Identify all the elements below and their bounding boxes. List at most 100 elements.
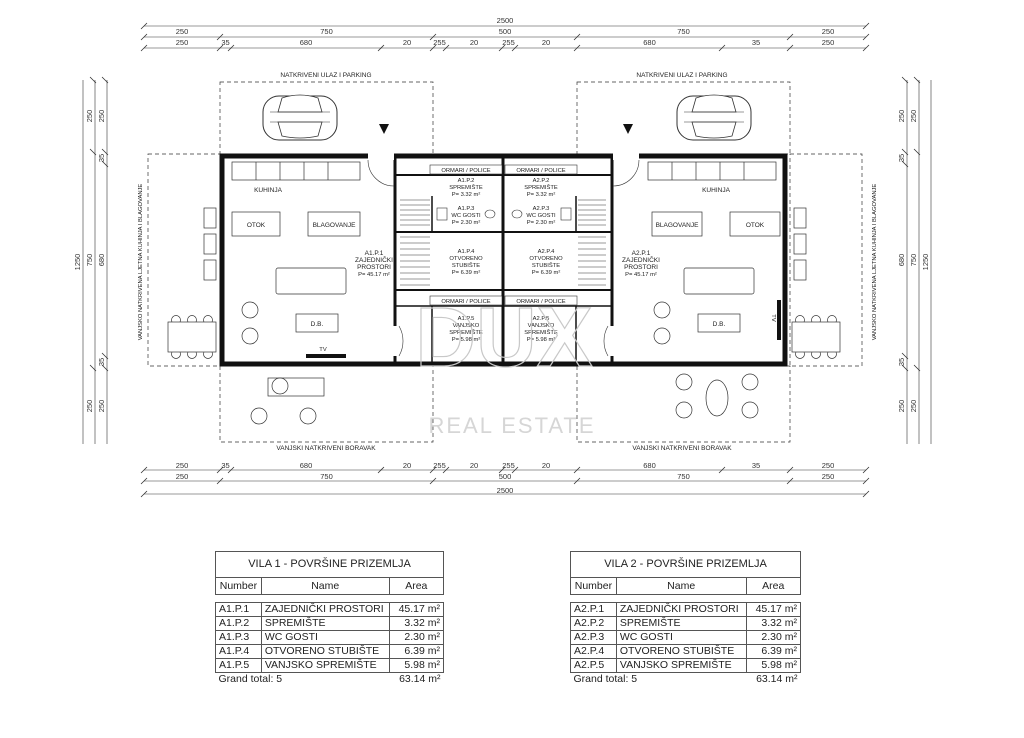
parking-label-1: NATKRIVENI ULAZ I PARKING [280, 72, 371, 79]
terrace-chair [741, 401, 759, 419]
dimension-label: 250 [176, 461, 189, 470]
bench-seat [203, 259, 217, 281]
dining-label-1: BLAGOVANJE [313, 222, 357, 229]
terrace-label-1: VANJSKI NATKRIVENI BORAVAK [276, 445, 376, 452]
floor-plan-drawing: 2500 250 750 500 750 250 250 35 680 20 255 20 255 2… [73, 16, 932, 498]
storage-label-1: A1.P.2 SPREMIŠTE P= 3.32 m² [449, 178, 483, 198]
dimension-label: 20 [403, 38, 411, 47]
column-header-number: Number [215, 577, 262, 595]
left-dimensions [82, 80, 108, 444]
wc-label-2: A2.P.3 WC GOSTI P= 2.30 m² [526, 206, 556, 226]
dimension-label: 250 [909, 400, 918, 413]
dimension-label: 750 [677, 472, 690, 481]
common-room-label-1: A1.P.1 ZAJEDNIČKI PROSTORI P= 45.17 m² [355, 250, 393, 278]
dimension-label: 750 [909, 254, 918, 267]
svg-text:ZAJEDNIČKI: ZAJEDNIČKI [355, 255, 393, 264]
dimension-label: 250 [176, 27, 189, 36]
dimension-label: 255 [433, 461, 446, 470]
svg-text:WC GOSTI: WC GOSTI [451, 213, 481, 219]
svg-text:A1.P.2: A1.P.2 [458, 178, 475, 184]
outdoor-chairs [250, 373, 759, 425]
dimension-label: 250 [97, 400, 106, 413]
storage-label-2: A2.P.2 SPREMIŠTE P= 3.32 m² [524, 178, 558, 198]
bench-seat [793, 259, 807, 281]
svg-text:A1.P.3: A1.P.3 [458, 206, 475, 212]
svg-text:VANJSKO: VANJSKO [453, 323, 480, 329]
kitchen-label-1: KUHINJA [254, 187, 282, 194]
svg-text:STUBIŠTE: STUBIŠTE [532, 262, 560, 269]
bottom-total-dim: 2500 [497, 486, 514, 495]
summer-kitchen-label-2: VANJSKO NATKRIVENA LJETNA KUHINJA I BLAG… [872, 184, 878, 341]
dimension-label: 250 [176, 38, 189, 47]
svg-text:A2.P.1: A2.P.1 [632, 250, 651, 257]
svg-text:A1.P.1: A1.P.1 [365, 250, 384, 257]
stair-label-2: A2.P.4 OTVORENO STUBIŠTE P= 6.39 m² [529, 249, 563, 276]
svg-text:A2.P.2: A2.P.2 [533, 178, 550, 184]
total-height-dim: 1250 [921, 254, 930, 271]
svg-text:VANJSKO: VANJSKO [528, 323, 555, 329]
stair-label-1: A1.P.4 OTVORENO STUBIŠTE P= 6.39 m² [449, 249, 483, 276]
top-total-dim: 2500 [497, 16, 514, 25]
svg-text:P= 3.32 m²: P= 3.32 m² [452, 192, 481, 198]
summer-kitchen-label-1: VANJSKO NATKRIVENA LJETNA KUHINJA I BLAG… [138, 184, 144, 341]
dimension-label: 20 [470, 38, 478, 47]
dining-label-2: BLAGOVANJE [656, 222, 700, 229]
dimension-label: 500 [499, 472, 512, 481]
dimension-label: 680 [643, 461, 656, 470]
column-header-name: Name [615, 577, 747, 595]
parking-label-2: NATKRIVENI ULAZ I PARKING [636, 72, 727, 79]
dimension-label: 250 [897, 400, 906, 413]
svg-text:ZAJEDNIČKI: ZAJEDNIČKI [622, 255, 660, 264]
dimension-label: 500 [499, 27, 512, 36]
dimension-label: 680 [300, 38, 313, 47]
dimension-label: 750 [320, 472, 333, 481]
outdoor-storage-label-1: A1.P.5 VANJSKO SPREMIŠTE P= 5.98 m² [449, 316, 483, 343]
dimension-label: 750 [320, 27, 333, 36]
dimension-label: 35 [221, 461, 229, 470]
dimension-label: 20 [542, 38, 550, 47]
svg-text:SPREMIŠTE: SPREMIŠTE [449, 329, 483, 336]
svg-text:WC GOSTI: WC GOSTI [526, 213, 556, 219]
dimension-label: 255 [433, 38, 446, 47]
dimension-label: 250 [822, 472, 835, 481]
grand-total-row: Grand total: 5 63.14 m² [573, 673, 798, 685]
area-table-vila-2: VILA 2 - POVRŠINE PRIZEMLJA Number Name … [570, 551, 802, 686]
living-furniture [167, 267, 841, 417]
dimension-label: 35 [752, 38, 760, 47]
bottom-dimensions [140, 466, 870, 498]
entry-arrow-icon-1 [379, 124, 389, 134]
column-header-area: Area [745, 577, 802, 595]
terrace-label-2: VANJSKI NATKRIVENI BORAVAK [632, 445, 732, 452]
column-header-area: Area [388, 577, 445, 595]
svg-text:SPREMIŠTE: SPREMIŠTE [449, 184, 483, 191]
svg-text:SPREMIŠTE: SPREMIŠTE [524, 329, 558, 336]
svg-text:A2.P.3: A2.P.3 [533, 206, 550, 212]
dimension-label: 35 [897, 358, 906, 366]
dimension-label: 250 [822, 461, 835, 470]
car-icon-2 [676, 94, 752, 141]
svg-text:STUBIŠTE: STUBIŠTE [452, 262, 480, 269]
svg-text:P= 6.39 m²: P= 6.39 m² [532, 270, 561, 276]
dimension-label: 255 [502, 38, 515, 47]
dimension-label: 250 [85, 110, 94, 123]
dimension-label: 255 [502, 461, 515, 470]
wardrobe-label-1: ORMARI / POLICE [441, 168, 490, 174]
svg-text:P= 6.39 m²: P= 6.39 m² [452, 270, 481, 276]
svg-text:P= 3.32 m²: P= 3.32 m² [527, 192, 556, 198]
dimension-label: 680 [97, 254, 106, 267]
dimension-label: 35 [752, 461, 760, 470]
svg-text:OTVORENO: OTVORENO [529, 256, 563, 262]
dimension-label: 20 [403, 461, 411, 470]
svg-text:SPREMIŠTE: SPREMIŠTE [524, 184, 558, 191]
dimension-label: 250 [909, 110, 918, 123]
dimension-label: 250 [822, 27, 835, 36]
dimension-label: 20 [542, 461, 550, 470]
dimension-label: 680 [300, 461, 313, 470]
dimension-label: 20 [470, 461, 478, 470]
dimension-label: 35 [97, 154, 106, 162]
kitchen-label-2: KUHINJA [702, 187, 730, 194]
